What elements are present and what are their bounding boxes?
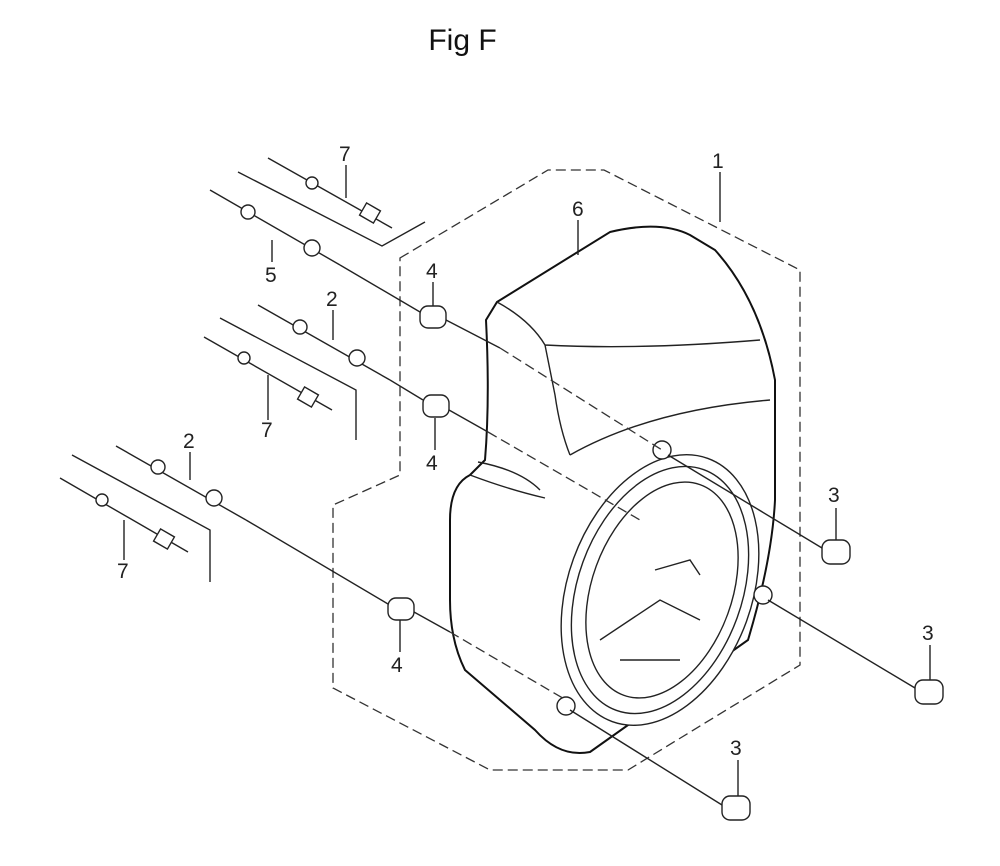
collar-low: [387, 597, 415, 621]
group-bracket-low: [71, 454, 211, 582]
bolt-a: [257, 304, 391, 381]
callout-collar-low: 4: [391, 654, 403, 677]
callout-cover: 6: [572, 198, 584, 221]
pin-top: [267, 157, 393, 229]
group-bracket-mid: [219, 317, 357, 440]
axis-line-8: [389, 379, 424, 401]
mount-boss-right: [753, 585, 773, 605]
pin-mid: [203, 336, 333, 411]
stud-bolt: [209, 189, 341, 266]
pin-low: [59, 477, 189, 553]
axis-line-1b: [499, 347, 663, 451]
axis-line-4: [667, 454, 823, 549]
axis-line-6: [569, 709, 723, 806]
callout-shroud: 1: [712, 150, 724, 173]
callout-pin-top: 7: [339, 143, 351, 166]
callout-collar-mid: 4: [426, 452, 438, 475]
top-cover: [496, 301, 771, 456]
bolt-b: [115, 445, 247, 521]
axis-line-9: [245, 519, 389, 605]
mount-boss-bottom: [556, 696, 576, 716]
callout-stud-bolt: 5: [265, 264, 277, 287]
callout-nut-right-2: 3: [922, 622, 934, 645]
callout-collar-top: 4: [426, 260, 438, 283]
fan-ring-outer: [560, 454, 760, 726]
shroud-groove: [469, 461, 546, 499]
axis-line-5: [767, 599, 916, 689]
axis-line-3: [413, 611, 451, 633]
group-bracket-top: [237, 171, 426, 247]
figure-title: Fig F: [428, 24, 497, 57]
axis-line-1: [445, 319, 501, 349]
nut-right-2: [914, 679, 944, 705]
callout-pin-mid: 7: [261, 419, 273, 442]
collar-mid: [422, 394, 450, 418]
assembly-boundary: [332, 169, 801, 771]
callout-bolt-a: 2: [326, 288, 338, 311]
axis-line-7: [339, 264, 421, 313]
nut-right-1: [821, 539, 851, 565]
axis-line-2: [448, 409, 489, 433]
callout-nut-right-1: 3: [828, 484, 840, 507]
mount-boss-top: [652, 440, 672, 460]
callout-pin-low: 7: [117, 560, 129, 583]
fan-ring-inner: [585, 481, 739, 699]
collar-top: [419, 305, 447, 329]
callout-nut-bottom: 3: [730, 737, 742, 760]
fan-ring-mid: [570, 465, 750, 715]
axis-line-3b: [449, 631, 567, 701]
inner-ribs: [599, 559, 701, 661]
nut-bottom: [721, 795, 751, 821]
callout-bolt-b: 2: [183, 430, 195, 453]
